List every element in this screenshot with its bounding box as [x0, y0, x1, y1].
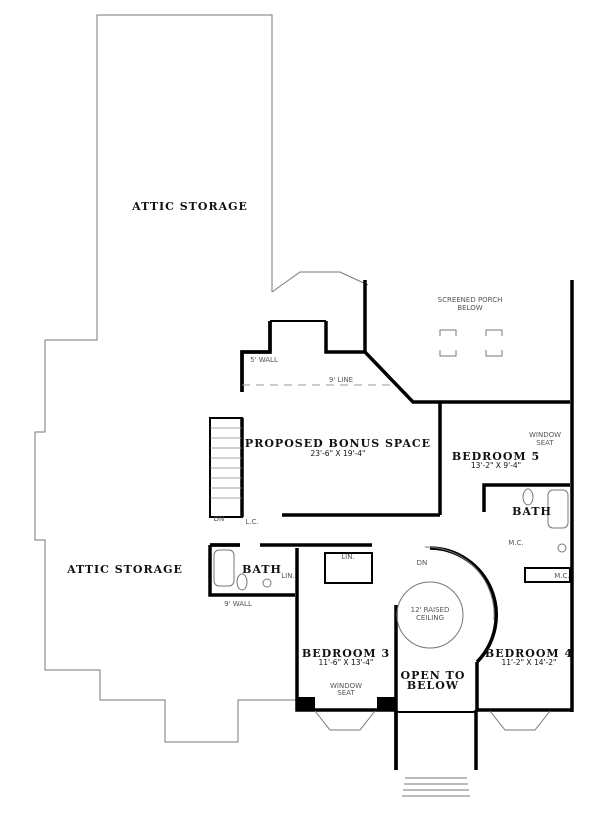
room-label-bath-left: BATH	[242, 563, 282, 576]
note-window-seat: WINDOW	[529, 431, 561, 439]
note-mc: M.C.	[554, 572, 569, 580]
sink	[262, 578, 272, 588]
stair-treads	[210, 427, 242, 499]
closet	[524, 567, 571, 583]
bathtub	[547, 489, 569, 529]
note-9-wall: 9' WALL	[224, 600, 252, 608]
room-size-bonus: 23'-6" X 19'-4"	[311, 449, 366, 458]
room-label-attic-lower: ATTIC STORAGE	[66, 563, 183, 576]
note-9-line: 9' LINE	[329, 376, 353, 384]
column	[377, 697, 395, 711]
toilet	[236, 573, 248, 591]
linen-closet	[324, 552, 373, 584]
bathtub	[213, 549, 235, 587]
stairs-down	[209, 417, 243, 518]
bedroom3-walls	[295, 548, 398, 712]
note-window-seat: SEAT	[337, 689, 355, 697]
sink	[557, 543, 567, 553]
porch-posts	[439, 329, 503, 357]
note-window-seat: WINDOW	[330, 682, 362, 690]
note-linen: LIN.	[281, 572, 294, 580]
note-window-seat: SEAT	[536, 439, 554, 447]
column	[297, 697, 315, 711]
toilet	[522, 488, 534, 506]
bay-window	[489, 710, 551, 731]
room-label-bedroom3: BEDROOM 3	[302, 647, 390, 660]
label-below: BELOW	[407, 679, 459, 692]
room-label-bedroom5: BEDROOM 5	[452, 450, 540, 463]
attic-outline	[34, 14, 297, 743]
note-dn: DN	[214, 515, 225, 523]
bedroom4-walls	[475, 662, 572, 712]
room-label-attic-upper: ATTIC STORAGE	[131, 200, 248, 213]
room-size-bedroom3: 11'-6" X 13'-4"	[319, 658, 374, 667]
bay-window	[314, 710, 376, 731]
room-size-bedroom4: 11'-2" X 14'-2"	[502, 658, 557, 667]
room-label-bonus: PROPOSED BONUS SPACE	[245, 437, 431, 450]
note-porch: SCREENED PORCH	[438, 296, 503, 304]
bay-outline	[271, 271, 369, 293]
room-label-bedroom4: BEDROOM 4	[485, 647, 573, 660]
raised-ceiling-circle	[396, 581, 464, 649]
note-linen: LIN.	[341, 553, 354, 561]
room-size-bedroom5: 13'-2" X 9'-4"	[471, 461, 521, 470]
note-raised-ceiling: CEILING	[416, 614, 444, 622]
bonus-wall-top	[240, 321, 272, 392]
note-dn: DN	[417, 559, 428, 567]
note-5-wall: 5' WALL	[250, 356, 278, 364]
note-mc: M.C.	[508, 539, 523, 547]
bonus-wall-right	[324, 321, 570, 404]
curved-stair-wall	[429, 546, 498, 664]
note-porch-below: BELOW	[457, 304, 482, 312]
bath5-walls	[482, 483, 570, 512]
note-raised-ceiling: 12' RAISED	[411, 606, 450, 614]
room-label-bath-right: BATH	[512, 505, 552, 518]
curved-stair	[424, 546, 495, 621]
note-linen-closet: L.C.	[245, 518, 258, 526]
label-open-to: OPEN TO	[401, 669, 466, 682]
left-bath-walls	[208, 545, 295, 597]
front-steps	[402, 777, 470, 797]
